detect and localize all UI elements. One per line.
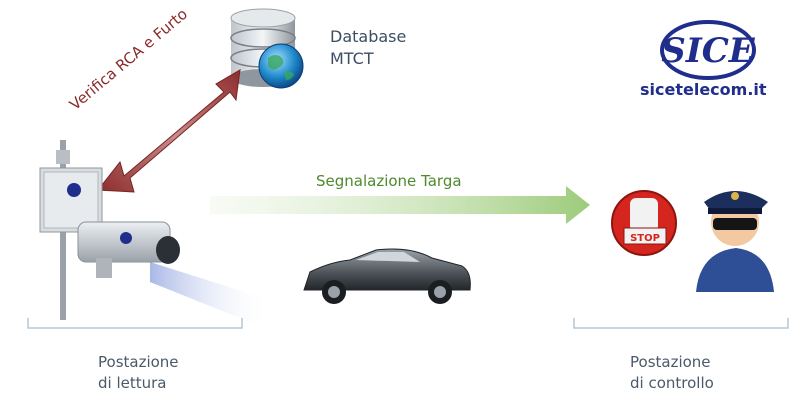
police-officer-icon xyxy=(696,191,774,292)
brand-url: sicetelecom.it xyxy=(640,80,767,99)
signal-arrow xyxy=(210,186,590,224)
stop-sign-text: STOP xyxy=(630,233,660,244)
control-station-line1: Postazione xyxy=(630,353,711,371)
control-station-bracket xyxy=(573,318,789,329)
camera-icon xyxy=(39,140,270,330)
database-label-line2: MTCT xyxy=(330,49,374,68)
control-station-label: Postazione di controllo xyxy=(630,352,760,394)
verify-arrow xyxy=(97,69,241,193)
reading-station-line1: Postazione xyxy=(98,353,179,371)
logo-text: SICE xyxy=(661,31,756,71)
sice-logo: SICE xyxy=(660,20,756,80)
database-label-line1: Database xyxy=(330,27,407,46)
database-icon xyxy=(230,8,304,89)
reading-station-bracket xyxy=(27,318,243,329)
car-icon xyxy=(303,248,471,304)
signal-arrow-label: Segnalazione Targa xyxy=(316,172,462,190)
reading-station-line2: di lettura xyxy=(98,374,167,392)
database-label: Database MTCT xyxy=(330,26,406,70)
control-station-line2: di controllo xyxy=(630,374,714,392)
stop-hand-icon: STOP xyxy=(611,190,677,256)
reading-station-label: Postazione di lettura xyxy=(98,352,208,394)
